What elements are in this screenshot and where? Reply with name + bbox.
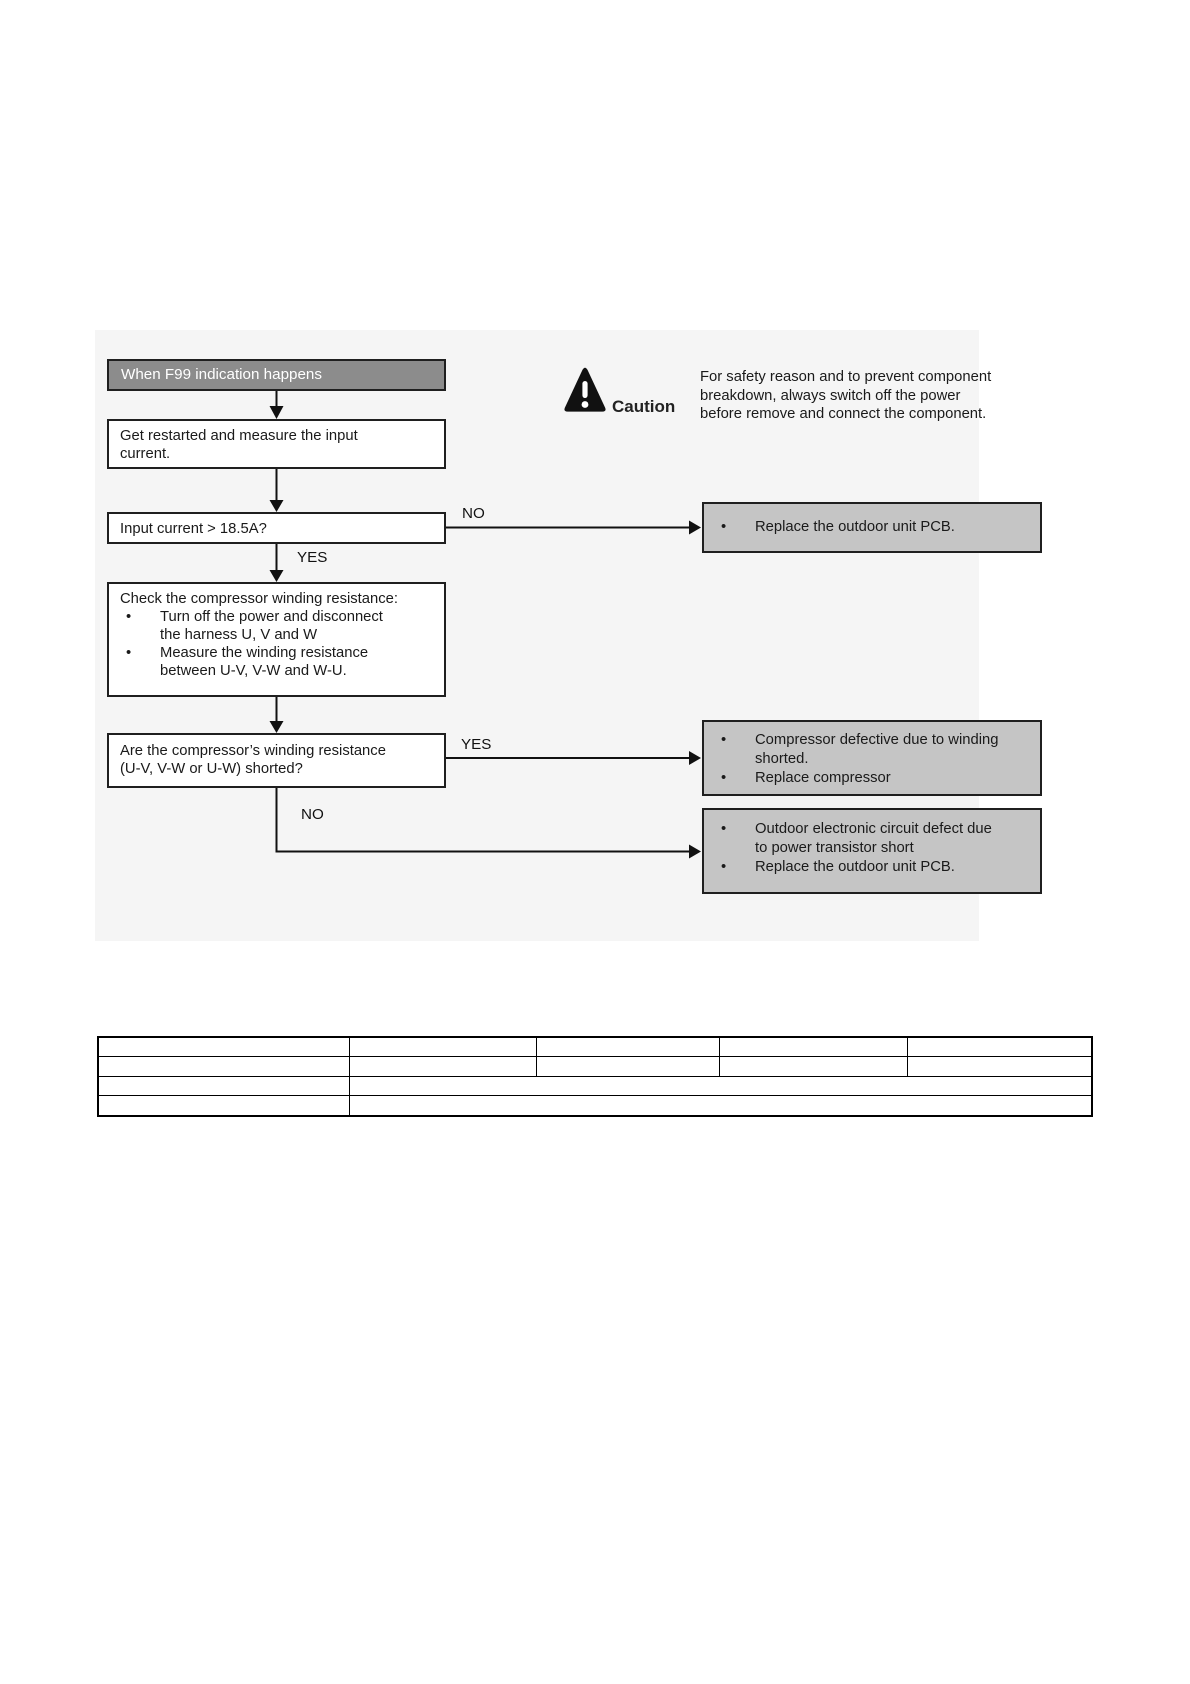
list-item: Measure the winding resistance between U… xyxy=(109,644,444,680)
flowchart-start-box: When F99 indication happens xyxy=(107,359,446,391)
result-box-circuit-defect: Outdoor electronic circuit defect due to… xyxy=(702,808,1042,894)
caution-text-line: before remove and connect the component. xyxy=(700,406,987,422)
flowchart-decision-current-box: Input current > 18.5A? xyxy=(107,512,446,544)
edge-label-no: NO xyxy=(462,505,485,522)
bullet-line: Measure the winding resistance xyxy=(160,645,369,661)
table-cell xyxy=(99,1038,350,1058)
list-item: Replace the outdoor unit PCB. xyxy=(704,518,1040,537)
result-line: Outdoor electronic circuit defect due xyxy=(755,821,992,837)
list-item: Replace the outdoor unit PCB. xyxy=(704,858,1040,877)
bullet-line: the harness U, V and W xyxy=(160,627,318,643)
list-item: Outdoor electronic circuit defect due to… xyxy=(704,820,1040,858)
table-cell xyxy=(349,1038,538,1058)
flowchart-decision-shorted-box: Are the compressor’s winding resistance … xyxy=(107,733,446,788)
flowchart-step-restart-box: Get restarted and measure the input curr… xyxy=(107,419,446,469)
caution-text-line: For safety reason and to prevent compone… xyxy=(700,369,992,385)
bullet-line: Turn off the power and disconnect xyxy=(160,609,383,625)
step-text-line: current. xyxy=(120,446,171,462)
table-cell xyxy=(349,1057,538,1077)
result-line: Compressor defective due to winding xyxy=(755,732,999,748)
list-item: Replace compressor xyxy=(704,769,1040,788)
caution-icon xyxy=(564,367,606,412)
table-cell xyxy=(99,1057,350,1077)
bullet-line: between U-V, V-W and W-U. xyxy=(160,663,347,679)
list-item: Turn off the power and disconnect the ha… xyxy=(109,608,444,644)
table-row xyxy=(99,1057,1091,1077)
table-cell xyxy=(350,1096,1091,1115)
table-cell xyxy=(99,1076,350,1096)
list-item: Compressor defective due to winding shor… xyxy=(704,731,1040,769)
step-text-line: Get restarted and measure the input xyxy=(120,428,358,444)
table-row xyxy=(99,1095,1091,1115)
table-cell xyxy=(537,1038,721,1058)
result-line: Replace the outdoor unit PCB. xyxy=(755,519,955,535)
step-title: Check the compressor winding resistance: xyxy=(120,591,398,607)
result-line: shorted. xyxy=(755,751,809,767)
table-row xyxy=(99,1038,1091,1058)
result-line: Replace the outdoor unit PCB. xyxy=(755,859,955,875)
edge-label-no: NO xyxy=(301,806,324,823)
result-line: Replace compressor xyxy=(755,770,891,786)
start-box-label: When F99 indication happens xyxy=(121,366,322,383)
table-row xyxy=(99,1076,1091,1096)
table-cell xyxy=(349,1077,1091,1096)
result-line: to power transistor short xyxy=(755,840,914,856)
table-cell xyxy=(907,1057,1091,1077)
table-cell xyxy=(537,1057,721,1077)
result-box-replace-pcb: Replace the outdoor unit PCB. xyxy=(702,502,1042,553)
decision-text-line: Are the compressor’s winding resistance xyxy=(120,743,386,759)
caution-label: Caution xyxy=(612,397,676,416)
table-cell xyxy=(907,1038,1091,1058)
bottom-table xyxy=(97,1036,1093,1117)
flowchart-step-check-box: Check the compressor winding resistance:… xyxy=(107,582,446,697)
caution-text: For safety reason and to prevent compone… xyxy=(700,368,991,424)
caution-text-line: breakdown, always switch off the power xyxy=(700,387,961,404)
decision-text-line: (U-V, V-W or U-W) shorted? xyxy=(120,761,303,777)
table-cell xyxy=(99,1095,350,1115)
table-cell xyxy=(720,1057,908,1077)
decision-text: Input current > 18.5A? xyxy=(120,521,267,537)
edge-label-yes: YES xyxy=(461,736,492,753)
edge-label-yes: YES xyxy=(297,549,328,566)
result-box-compressor-defective: Compressor defective due to winding shor… xyxy=(702,720,1042,796)
table-cell xyxy=(720,1038,908,1058)
